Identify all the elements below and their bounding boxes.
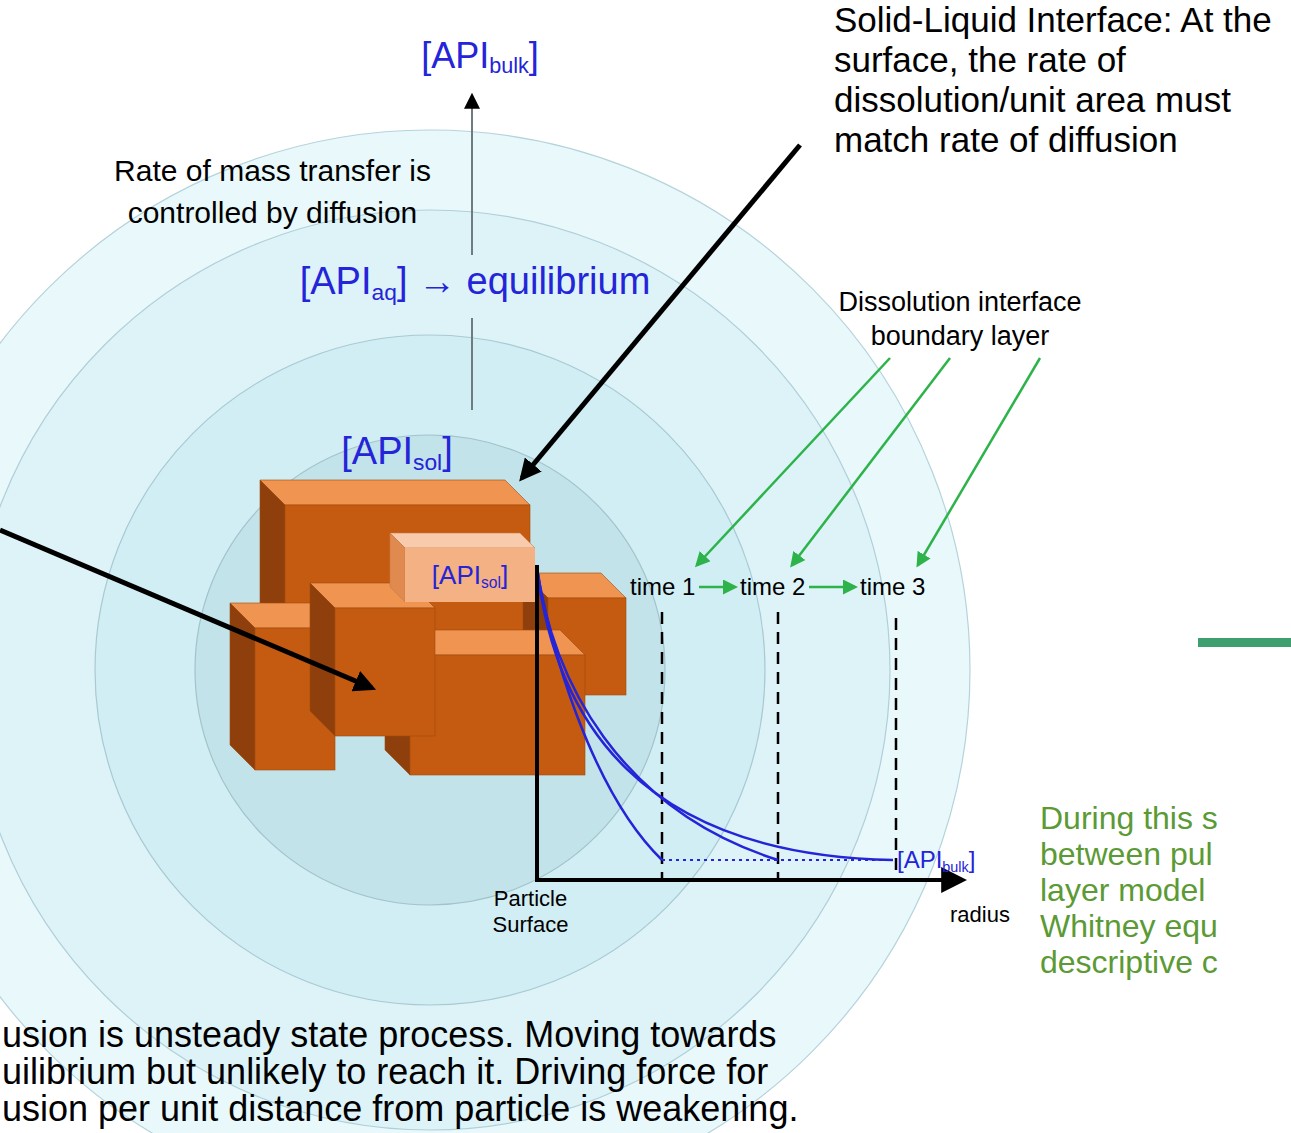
time-arrow [699, 586, 735, 589]
axis-label: radius [950, 902, 1010, 928]
time-label: time 2 [740, 573, 805, 601]
concentration-curve [537, 568, 778, 860]
axis-label: Particle Surface [478, 886, 583, 938]
y-axis [535, 565, 539, 882]
diffusion-zone [0, 210, 890, 1130]
x-axis [535, 878, 962, 882]
concentration-curve [537, 568, 662, 860]
text-part: time 3 [860, 573, 925, 600]
callout-text: Dissolution interface boundary layer [825, 285, 1095, 353]
text-part: ] [529, 35, 539, 76]
particle-side-face [310, 583, 335, 736]
slide-bar [1198, 638, 1291, 647]
text-part: [API [421, 35, 489, 76]
text-part: ] [442, 430, 453, 472]
callout-text: Solid-Liquid Interface: At the surface, … [834, 0, 1286, 160]
text-part: During this s between pul layer model Wh… [1040, 800, 1218, 980]
concentration-label: [APIbulk] [897, 846, 975, 874]
text-part: Rate of mass transfer is controlled by d… [114, 154, 431, 229]
note-text: usion is unsteady state process. Moving … [2, 1016, 842, 1127]
concentration-label: [APIaq] → equilibrium [300, 258, 651, 304]
time-label: time 1 [630, 573, 695, 601]
bulk-level-line [662, 859, 893, 861]
text-part: ] [501, 560, 508, 590]
text-part: Particle Surface [493, 886, 569, 937]
text-subscript: bulk [942, 859, 968, 875]
particle-front-face [410, 655, 585, 775]
text-part: time 1 [630, 573, 695, 600]
text-part: [API [432, 560, 481, 590]
saturated-zone [195, 435, 665, 905]
text-part: ] [969, 846, 976, 873]
boundary-layer-line [661, 612, 664, 878]
note-text: During this s between pul layer model Wh… [1040, 800, 1240, 980]
concentration-label: [APIbulk] [421, 34, 539, 77]
text-part: time 2 [740, 573, 805, 600]
concentration-label: [APIsol] [341, 428, 453, 474]
text-subscript: aq [372, 279, 397, 305]
mass-transfer-arrow [471, 96, 473, 255]
leader-line [792, 358, 950, 565]
boundary-layer-line [777, 612, 780, 878]
surface-box-top [390, 533, 535, 548]
particle-front-face [335, 608, 435, 736]
text-part: usion is unsteady state process. Moving … [2, 1014, 798, 1129]
text-part: radius [950, 902, 1010, 927]
diffusion-zone [0, 130, 970, 1133]
leader-line [522, 145, 800, 478]
text-part: Dissolution interface boundary layer [838, 287, 1081, 351]
text-part: [API [341, 430, 413, 472]
text-part: [API [897, 846, 942, 873]
text-subscript: sol [481, 574, 501, 591]
leader-line [697, 358, 890, 565]
particle-top-face [260, 480, 530, 505]
leader-line [0, 530, 372, 688]
callout-text: Rate of mass transfer is controlled by d… [100, 150, 445, 234]
time-label: time 3 [860, 573, 925, 601]
diffusion-zone [95, 335, 765, 1005]
leader-line [918, 358, 1040, 565]
surface-box-side [390, 533, 405, 602]
surface-box: [APIsol] [405, 548, 535, 602]
text-subscript: bulk [489, 53, 529, 78]
mass-transfer-line [471, 318, 473, 410]
time-arrow [809, 586, 855, 589]
text-part: ] → equilibrium [397, 260, 650, 302]
box-label: [APIsol] [432, 560, 508, 590]
text-subscript: sol [413, 449, 442, 475]
concentration-curve [537, 568, 893, 860]
text-part: [API [300, 260, 372, 302]
boundary-layer-line [895, 618, 898, 878]
text-part: Solid-Liquid Interface: At the surface, … [834, 0, 1272, 159]
